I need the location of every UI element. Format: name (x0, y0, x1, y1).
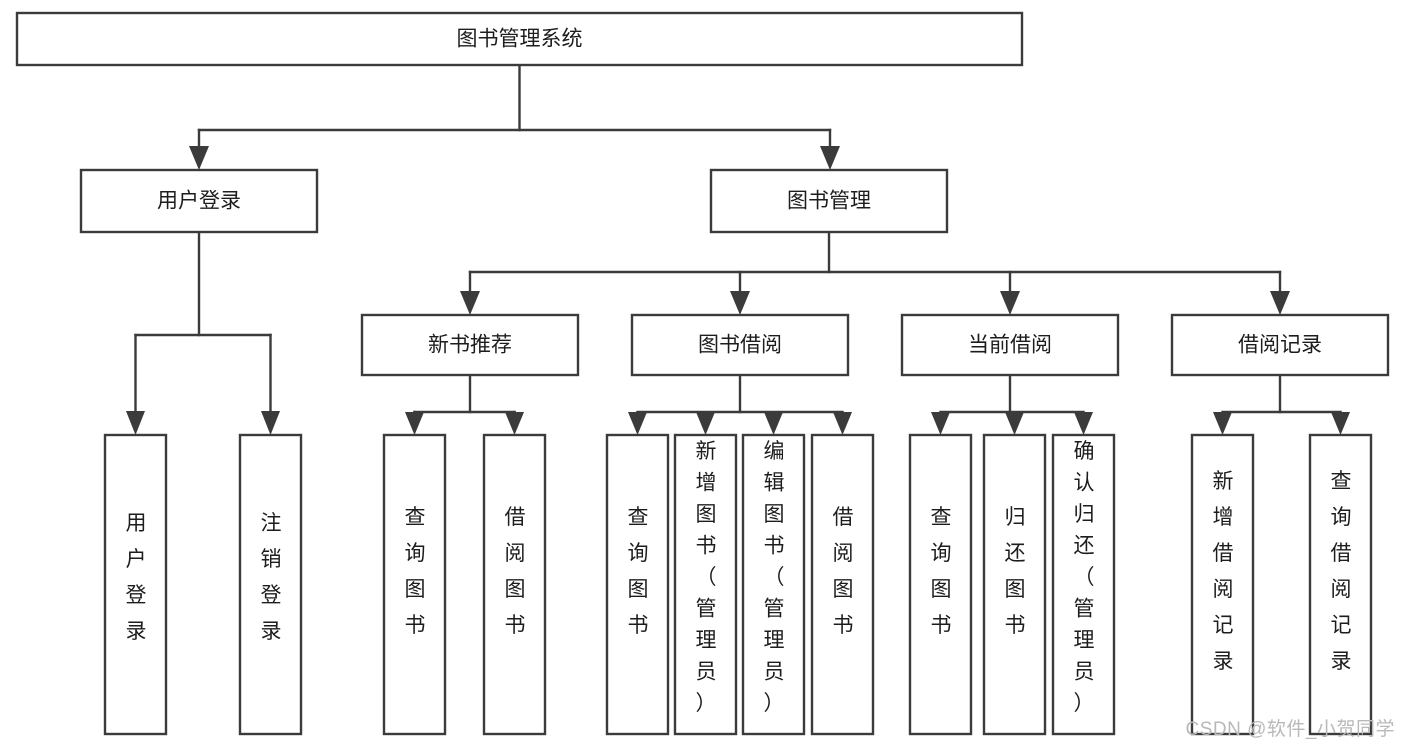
node-leaf-add-book-admin-label: 新增图书（管理员） (696, 440, 717, 715)
node-leaf-query-book-current-label: 查询图书 (931, 506, 952, 637)
arrow-head-leaf-borrow-book (833, 412, 852, 435)
node-leaf-return-book-box[interactable] (982, 433, 1047, 736)
node-root[interactable]: 图书管理系统 (15, 11, 1024, 67)
arrow-head-leaf-edit-book-admin (764, 412, 783, 435)
node-leaf-edit-book-admin-label: 编辑图书（管理员） (764, 440, 785, 715)
node-leaf-logout-box[interactable] (238, 433, 303, 736)
node-leaf-query-book-rec-box[interactable] (382, 433, 447, 736)
node-book-management-box[interactable] (709, 168, 949, 234)
arrow-head-borrow-record (1270, 291, 1290, 315)
arrow-head-leaf-query-borrow-record (1331, 412, 1350, 435)
node-leaf-query-book-rec-label: 查询图书 (405, 506, 426, 637)
node-book-management-label: 图书管理 (787, 190, 871, 213)
node-leaf-add-borrow-record-label: 新增借阅记录 (1213, 470, 1234, 673)
node-book-management[interactable]: 图书管理 (709, 168, 949, 234)
arrow-head-user-login (189, 146, 209, 170)
node-new-book-recommend[interactable]: 新书推荐 (360, 313, 580, 377)
node-leaf-add-book-admin-box[interactable] (673, 433, 738, 736)
arrow-head-leaf-add-borrow-record (1213, 412, 1232, 435)
arrow-head-new-book-recommend (460, 291, 480, 315)
node-leaf-user-login[interactable]: 用户登录 (103, 433, 168, 736)
node-leaf-query-borrow-record-label: 查询借阅记录 (1331, 470, 1352, 673)
node-leaf-query-borrow-record[interactable]: 查询借阅记录 (1308, 433, 1373, 736)
arrow-head-current-borrow (1000, 291, 1020, 315)
node-leaf-return-book[interactable]: 归还图书 (982, 433, 1047, 736)
node-leaf-borrow-book-rec-box[interactable] (482, 433, 547, 736)
node-leaf-query-book-current-box[interactable] (908, 433, 973, 736)
node-leaf-edit-book-admin-box[interactable] (741, 433, 806, 736)
node-leaf-confirm-return-admin-label: 确认归还（管理员） (1074, 440, 1095, 715)
node-leaf-user-login-label: 用户登录 (126, 512, 147, 643)
node-leaf-query-book-rec[interactable]: 查询图书 (382, 433, 447, 736)
arrow-head-leaf-user-login (126, 411, 145, 435)
arrow-head-book-management (820, 146, 840, 170)
node-leaf-add-book-admin[interactable]: 新增图书（管理员） (673, 433, 738, 736)
node-leaf-query-book-borrow-box[interactable] (605, 433, 670, 736)
node-leaf-query-book-current[interactable]: 查询图书 (908, 433, 973, 736)
node-leaf-borrow-book-rec[interactable]: 借阅图书 (482, 433, 547, 736)
node-leaf-add-borrow-record-box[interactable] (1190, 433, 1255, 736)
node-leaf-query-book-borrow-label: 查询图书 (628, 506, 649, 637)
arrow-head-leaf-query-book-borrow (628, 412, 647, 435)
arrow-head-book-borrow (730, 291, 750, 315)
node-leaf-confirm-return-admin-box[interactable] (1051, 433, 1116, 736)
node-borrow-record-box[interactable] (1170, 313, 1390, 377)
connector-layer (126, 63, 1350, 435)
node-leaf-user-login-box[interactable] (103, 433, 168, 736)
node-layer: 图书管理系统 用户登录 图书管理 新书推荐 图书借阅 当前 (15, 11, 1390, 736)
arrow-head-leaf-borrow-book-rec (505, 412, 524, 435)
node-leaf-borrow-book-box[interactable] (810, 433, 875, 736)
node-current-borrow[interactable]: 当前借阅 (900, 313, 1120, 377)
arrow-head-leaf-return-book (1005, 412, 1024, 435)
node-leaf-return-book-label: 归还图书 (1005, 506, 1026, 637)
arrow-head-leaf-query-book-current (931, 412, 950, 435)
node-leaf-borrow-book-label: 借阅图书 (833, 506, 854, 637)
node-root-label: 图书管理系统 (457, 28, 583, 51)
node-current-borrow-box[interactable] (900, 313, 1120, 377)
arrow-head-leaf-add-book-admin (696, 412, 715, 435)
node-leaf-borrow-book-rec-label: 借阅图书 (505, 506, 526, 637)
node-new-book-recommend-label: 新书推荐 (428, 334, 512, 357)
node-leaf-confirm-return-admin[interactable]: 确认归还（管理员） (1051, 433, 1116, 736)
node-root-box[interactable] (15, 11, 1024, 67)
node-user-login-box[interactable] (79, 168, 319, 234)
arrow-head-leaf-confirm-return-admin (1074, 412, 1093, 435)
node-book-borrow[interactable]: 图书借阅 (630, 313, 850, 377)
watermark: CSDN @软件_小贺同学 (1185, 719, 1395, 740)
node-book-borrow-label: 图书借阅 (698, 334, 782, 357)
arrow-head-leaf-logout (261, 411, 280, 435)
node-leaf-query-book-borrow[interactable]: 查询图书 (605, 433, 670, 736)
node-new-book-recommend-box[interactable] (360, 313, 580, 377)
arrow-head-leaf-query-book-rec (405, 412, 424, 435)
node-book-borrow-box[interactable] (630, 313, 850, 377)
node-borrow-record[interactable]: 借阅记录 (1170, 313, 1390, 377)
node-leaf-query-borrow-record-box[interactable] (1308, 433, 1373, 736)
node-borrow-record-label: 借阅记录 (1238, 334, 1322, 357)
node-user-login[interactable]: 用户登录 (79, 168, 319, 234)
node-leaf-add-borrow-record[interactable]: 新增借阅记录 (1190, 433, 1255, 736)
node-leaf-logout-label: 注销登录 (261, 512, 282, 643)
node-leaf-edit-book-admin[interactable]: 编辑图书（管理员） (741, 433, 806, 736)
node-leaf-logout[interactable]: 注销登录 (238, 433, 303, 736)
node-leaf-borrow-book[interactable]: 借阅图书 (810, 433, 875, 736)
node-current-borrow-label: 当前借阅 (968, 334, 1052, 357)
node-user-login-label: 用户登录 (157, 190, 241, 213)
